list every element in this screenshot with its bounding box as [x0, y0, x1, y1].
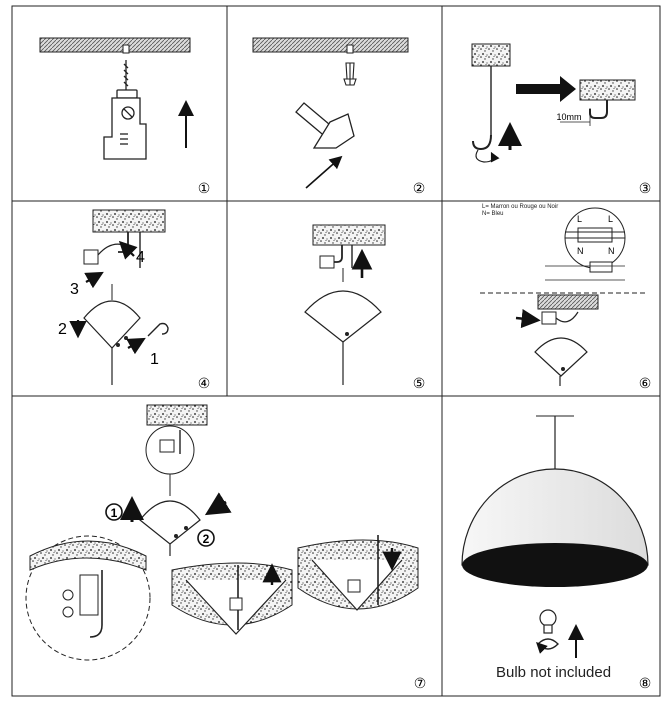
step-label-1: 1 — [111, 506, 118, 520]
light-bulb-icon — [539, 609, 557, 634]
step-label-2: 2 — [203, 532, 210, 546]
panel-number: ④ — [198, 375, 211, 391]
ceiling-block — [92, 209, 166, 233]
panel-number: ⑦ — [414, 675, 427, 691]
panel-number: ⑥ — [639, 375, 652, 391]
step-label-3: 3 — [70, 281, 79, 298]
ceiling-block — [146, 404, 208, 426]
panel-6-wiring: L L N N ⑥ — [480, 207, 652, 391]
panel-2-hammer-plug: ② — [252, 37, 426, 196]
big-right-arrow-icon — [516, 76, 576, 102]
hammer-icon — [295, 102, 355, 149]
ceiling-block — [471, 43, 511, 67]
panel-grid — [11, 5, 661, 697]
canopy-cone — [534, 337, 588, 377]
panel-3-ceiling-hook: 10mm ③ — [471, 43, 652, 196]
step-label-1: 1 — [150, 351, 159, 368]
ceiling-block — [312, 224, 386, 246]
panel-number: ① — [198, 180, 211, 196]
panel-5-canopy-hung: ⑤ — [304, 224, 426, 391]
installed-hook-icon — [589, 100, 608, 119]
terminal-block-icon — [83, 249, 99, 265]
panel-number: ③ — [639, 180, 652, 196]
panel-number: ⑧ — [639, 675, 652, 691]
ceiling-slab — [252, 37, 409, 53]
canopy-cone — [139, 500, 201, 545]
ceiling-block — [579, 79, 636, 101]
panel-number: ② — [413, 180, 426, 196]
step-label-4: 4 — [136, 249, 145, 266]
ceiling-slab — [39, 37, 191, 53]
rotate-arrow-icon — [536, 638, 559, 654]
terminal-n-left: N — [577, 246, 584, 256]
drill-icon — [103, 60, 147, 160]
wire-legend-live: L= Marron ou Rouge ou Noir — [482, 204, 559, 210]
dome-shade — [461, 468, 649, 566]
terminal-l-right: L — [608, 214, 613, 224]
ceiling-block — [537, 294, 599, 310]
terminal-n-right: N — [608, 246, 615, 256]
canopy-cone — [83, 300, 141, 349]
bulb-caption: Bulb not included — [496, 664, 612, 681]
terminal-l-left: L — [577, 214, 582, 224]
measurement-label: 10mm — [556, 112, 581, 122]
panel-1-drill-ceiling: ① — [39, 37, 211, 196]
panel-number: ⑤ — [413, 375, 426, 391]
diagonal-arrow-icon — [305, 155, 343, 189]
panel-8-finished-pendant: ⑧ — [461, 415, 652, 691]
panel-4-hang-canopy: 1 2 3 4 ④ — [58, 209, 211, 391]
step-label-2: 2 — [58, 321, 67, 338]
terminal-block-icon — [319, 255, 335, 269]
shade-opening — [462, 543, 648, 587]
wire-legend-neutral: N= Bleu — [482, 211, 504, 217]
hook-icon — [472, 134, 492, 151]
terminal-block-icon — [541, 311, 557, 325]
wall-plug-icon — [343, 62, 357, 86]
panel-7-close-canopy: 1 2 ⑦ — [25, 404, 427, 691]
canopy-cone — [304, 290, 382, 343]
